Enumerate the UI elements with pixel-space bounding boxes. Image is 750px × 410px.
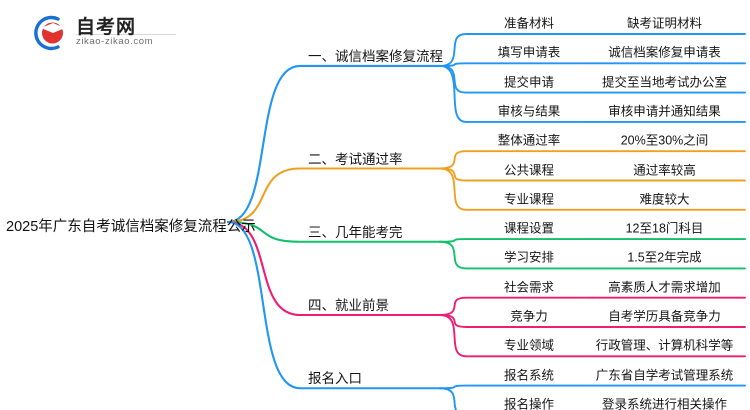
page-title: 2025年广东自考诚信档案修复流程公示 (6, 219, 256, 235)
detail-label-4-2: 自考学历具备竞争力 (608, 309, 721, 324)
sub-label-1-4: 审核与结果 (497, 104, 561, 119)
sub-label-2-2: 公共课程 (503, 163, 555, 177)
detail-label-2-3: 难度较大 (639, 192, 690, 207)
logo-brand: 自考网 (76, 17, 137, 38)
detail-label-2-2: 通过率较高 (633, 163, 696, 177)
sub-label-3-1: 课程设置 (503, 221, 555, 236)
detail-label-5-1: 广东省自学考试管理系统 (595, 368, 734, 383)
detail-label-2-1: 20%至30%之间 (620, 133, 709, 148)
sub-label-4-1: 社会需求 (503, 280, 555, 295)
branch-label-5: 报名入口 (308, 371, 362, 387)
logo-divider (76, 34, 176, 35)
detail-label-3-1: 12至18门科目 (625, 221, 704, 236)
sub-label-3-2: 学习安排 (503, 250, 555, 265)
graduation-cap-icon (34, 15, 66, 51)
branch-label-4: 四、就业前景 (308, 298, 389, 313)
sub-label-1-2: 填写申请表 (497, 45, 561, 60)
detail-label-1-2: 诚信档案修复申请表 (608, 45, 721, 60)
detail-label-1-4: 审核申请并通知结果 (608, 104, 721, 119)
branch-label-1: 一、诚信档案修复流程 (308, 48, 443, 64)
detail-label-3-2: 1.5至2年完成 (627, 250, 702, 265)
detail-label-5-2: 登录系统进行相关操作 (601, 397, 728, 410)
sub-label-2-3: 专业课程 (503, 192, 555, 207)
branch-label-2: 二、考试通过率 (308, 151, 403, 167)
detail-label-1-3: 提交至当地考试办公室 (601, 75, 728, 90)
sub-label-4-2: 竞争力 (510, 309, 548, 324)
sub-label-1-3: 提交申请 (503, 75, 555, 90)
site-logo: 自考网 zikao-zikao.com (28, 12, 178, 54)
sub-label-4-3: 专业领域 (503, 338, 555, 353)
sub-label-1-1: 准备材料 (503, 16, 555, 31)
logo-url: zikao-zikao.com (76, 36, 154, 47)
sub-label-5-2: 报名操作 (503, 397, 555, 410)
sub-label-2-1: 整体通过率 (497, 133, 561, 148)
detail-label-4-3: 行政管理、计算机科学等 (595, 338, 734, 353)
sub-label-5-1: 报名系统 (503, 368, 555, 383)
branch-label-3: 三、几年能考完 (308, 224, 403, 240)
detail-label-4-1: 高素质人才需求增加 (608, 280, 721, 295)
detail-label-1-1: 缺考证明材料 (626, 16, 703, 31)
